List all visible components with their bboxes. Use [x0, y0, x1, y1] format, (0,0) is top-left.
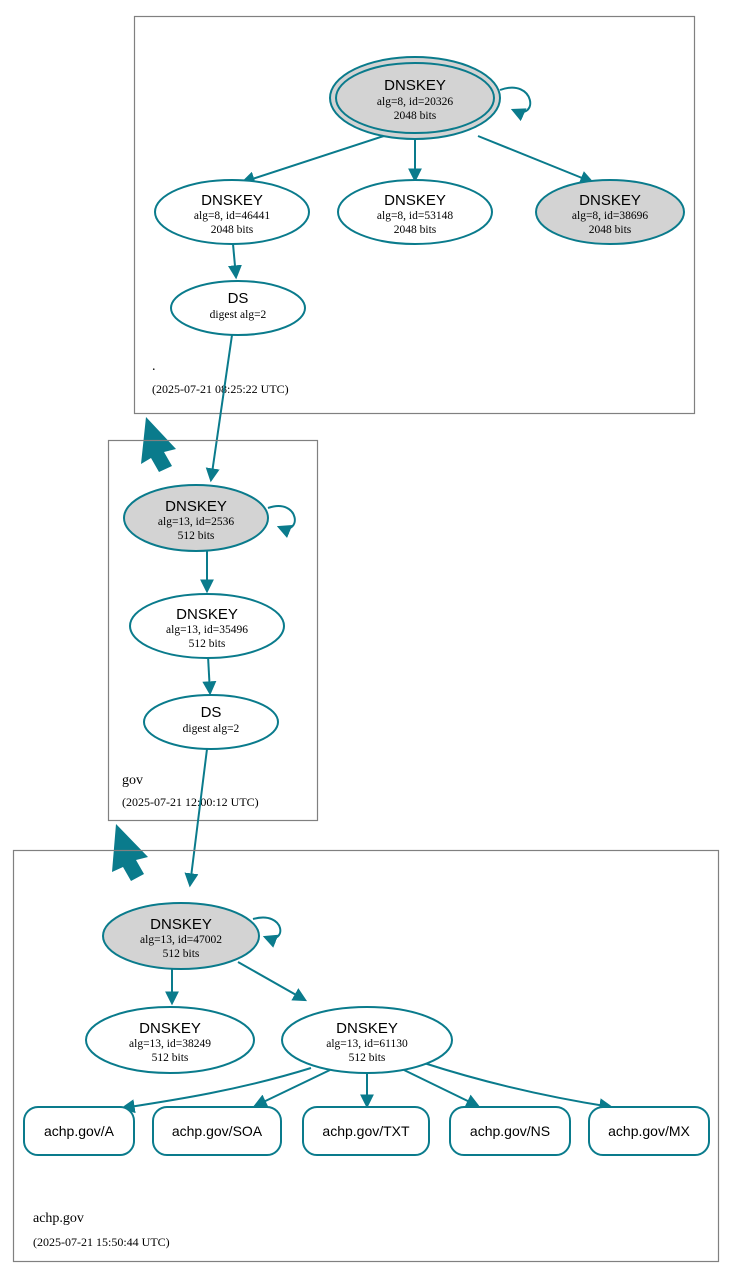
node-root-zsk-46441-title: DNSKEY	[201, 192, 263, 209]
node-root-ksk-20326-title: DNSKEY	[384, 77, 446, 94]
node-achp-zsk-38249-line3: 512 bits	[152, 1052, 189, 1064]
node-root-ksk-20326-line2: alg=8, id=20326	[377, 96, 453, 108]
rrset-achp-gov-ns-box	[449, 1106, 571, 1156]
node-gov-zsk-35496-title: DNSKEY	[176, 606, 238, 623]
node-root-ksk-20326-inner-ellipse	[335, 62, 495, 134]
rrset-achp-gov-txt-label: achp.gov/TXT	[322, 1123, 410, 1139]
node-root-zsk-46441-line3: 2048 bits	[211, 224, 254, 236]
node-achp-zsk-61130[interactable]: DNSKEY alg=13, id=61130 512 bits	[281, 1006, 453, 1074]
edge-self-loop-achp-ksk-47002	[252, 916, 282, 948]
node-achp-zsk-38249-ellipse	[85, 1006, 255, 1074]
node-root-zsk-53148-ellipse	[337, 179, 493, 245]
node-root-zsk-38696-line3: 2048 bits	[589, 224, 632, 236]
rrset-achp-gov-mx[interactable]: achp.gov/MX	[588, 1106, 710, 1156]
edge-achp-zsk-61130-to-rr-a	[120, 1067, 312, 1114]
node-achp-ksk-47002-line3: 512 bits	[163, 948, 200, 960]
edge-achp-ksk-47002-to-zsk-61130	[237, 961, 308, 1002]
node-root-zsk-53148-line2: alg=8, id=53148	[377, 210, 453, 222]
zone-root-timestamp: (2025-07-21 08:25:22 UTC)	[152, 382, 289, 396]
rrset-achp-gov-soa-label: achp.gov/SOA	[172, 1123, 263, 1139]
rrset-achp-gov-soa[interactable]: achp.gov/SOA	[152, 1106, 282, 1156]
node-gov-ds-achp-title: DS	[201, 704, 222, 721]
zone-transition-arrow-gov-to-achp	[112, 824, 148, 881]
rrset-achp-gov-a-label: achp.gov/A	[44, 1123, 115, 1139]
node-root-zsk-46441[interactable]: DNSKEY alg=8, id=46441 2048 bits	[154, 179, 310, 245]
edge-achp-zsk-61130-to-rr-mx	[423, 1062, 614, 1113]
node-gov-ds-achp-ellipse	[143, 694, 279, 750]
zone-achp-timestamp: (2025-07-21 15:50:44 UTC)	[33, 1235, 170, 1249]
edge-root-ksk-20326-to-zsk-46441	[240, 133, 391, 186]
node-achp-zsk-61130-line2: alg=13, id=61130	[326, 1038, 408, 1050]
zone-achp-edges	[120, 916, 614, 1114]
node-achp-zsk-61130-title: DNSKEY	[336, 1020, 398, 1037]
node-root-zsk-38696-line2: alg=8, id=38696	[572, 210, 648, 222]
node-gov-ds-achp-line2: digest alg=2	[183, 723, 240, 735]
edge-gov-zsk-35496-to-ds	[202, 655, 217, 696]
zone-root-box	[133, 15, 696, 415]
node-root-ds-gov-ellipse	[170, 280, 306, 336]
node-achp-ksk-47002-ellipse	[102, 902, 260, 970]
zone-achp: DNSKEY alg=13, id=47002 512 bits DNSKEY …	[12, 849, 720, 1263]
node-gov-zsk-35496-line3: 512 bits	[189, 638, 226, 650]
rrset-achp-gov-txt-box	[302, 1106, 430, 1156]
node-root-zsk-46441-ellipse	[154, 179, 310, 245]
zone-achp-name: achp.gov	[33, 1211, 84, 1226]
zone-root-name: .	[152, 359, 156, 374]
zone-transition-arrow-root-to-gov	[141, 417, 176, 472]
rrset-achp-gov-ns-label: achp.gov/NS	[470, 1123, 550, 1139]
node-gov-zsk-35496-line2: alg=13, id=35496	[166, 624, 248, 636]
node-root-zsk-38696-ellipse	[535, 179, 685, 245]
node-achp-zsk-38249[interactable]: DNSKEY alg=13, id=38249 512 bits	[85, 1006, 255, 1074]
node-root-ksk-20326[interactable]: DNSKEY alg=8, id=20326 2048 bits	[329, 56, 501, 140]
edge-root-ksk-20326-to-zsk-38696	[477, 135, 595, 185]
node-root-zsk-53148-line3: 2048 bits	[394, 224, 437, 236]
zone-achp-box	[12, 849, 720, 1263]
node-achp-zsk-38249-line2: alg=13, id=38249	[129, 1038, 211, 1050]
node-achp-ksk-47002-line2: alg=13, id=47002	[140, 934, 222, 946]
node-root-ksk-20326-line3: 2048 bits	[394, 110, 437, 122]
edge-root-zsk-46441-to-ds	[227, 243, 242, 280]
edge-achp-zsk-61130-to-rr-ns	[403, 1069, 481, 1108]
rrset-achp-gov-ns[interactable]: achp.gov/NS	[449, 1106, 571, 1156]
rrset-achp-gov-a-box	[23, 1106, 135, 1156]
edge-achp-zsk-61130-to-rr-soa	[252, 1069, 331, 1108]
edge-root-ds-to-gov-ksk-2536	[205, 334, 233, 483]
node-root-ds-gov-title: DS	[228, 290, 249, 307]
node-gov-ds-achp[interactable]: DS digest alg=2	[143, 694, 279, 750]
node-achp-ksk-47002-title: DNSKEY	[150, 916, 212, 933]
edge-gov-ds-to-achp-ksk-47002	[184, 748, 208, 888]
node-root-zsk-38696-title: DNSKEY	[579, 192, 641, 209]
zone-gov-box	[107, 439, 319, 822]
node-gov-zsk-35496[interactable]: DNSKEY alg=13, id=35496 512 bits	[129, 593, 285, 659]
node-gov-ksk-2536-line3: 512 bits	[178, 530, 215, 542]
rrset-achp-gov-mx-box	[588, 1106, 710, 1156]
zone-gov: DNSKEY alg=13, id=2536 512 bits DNSKEY a…	[107, 439, 319, 822]
node-gov-zsk-35496-ellipse	[129, 593, 285, 659]
node-gov-ksk-2536-ellipse	[123, 484, 269, 552]
rrset-achp-gov-txt[interactable]: achp.gov/TXT	[302, 1106, 430, 1156]
node-root-zsk-53148[interactable]: DNSKEY alg=8, id=53148 2048 bits	[337, 179, 493, 245]
zone-gov-timestamp: (2025-07-21 12:00:12 UTC)	[122, 795, 259, 809]
edge-self-loop-root-ksk-20326	[499, 86, 532, 122]
node-root-zsk-38696[interactable]: DNSKEY alg=8, id=38696 2048 bits	[535, 179, 685, 245]
edge-self-loop-gov-ksk-2536	[267, 505, 296, 538]
rrset-achp-gov-mx-label: achp.gov/MX	[608, 1123, 690, 1139]
node-root-zsk-46441-line2: alg=8, id=46441	[194, 210, 270, 222]
zone-gov-edges	[200, 505, 296, 696]
node-achp-ksk-47002[interactable]: DNSKEY alg=13, id=47002 512 bits	[102, 902, 260, 970]
node-achp-zsk-61130-ellipse	[281, 1006, 453, 1074]
node-root-ds-gov[interactable]: DS digest alg=2	[170, 280, 306, 336]
rrset-achp-gov-soa-box	[152, 1106, 282, 1156]
node-achp-zsk-38249-title: DNSKEY	[139, 1020, 201, 1037]
node-root-zsk-53148-title: DNSKEY	[384, 192, 446, 209]
zone-gov-name: gov	[122, 773, 143, 788]
node-gov-ksk-2536[interactable]: DNSKEY alg=13, id=2536 512 bits	[123, 484, 269, 552]
zone-root-edges	[227, 86, 595, 280]
node-gov-ksk-2536-title: DNSKEY	[165, 498, 227, 515]
zone-root: DNSKEY alg=8, id=20326 2048 bits DNSKEY …	[133, 15, 696, 415]
rrset-achp-gov-a[interactable]: achp.gov/A	[23, 1106, 135, 1156]
node-achp-zsk-61130-line3: 512 bits	[349, 1052, 386, 1064]
node-root-ds-gov-line2: digest alg=2	[210, 309, 267, 321]
node-gov-ksk-2536-line2: alg=13, id=2536	[158, 516, 234, 528]
